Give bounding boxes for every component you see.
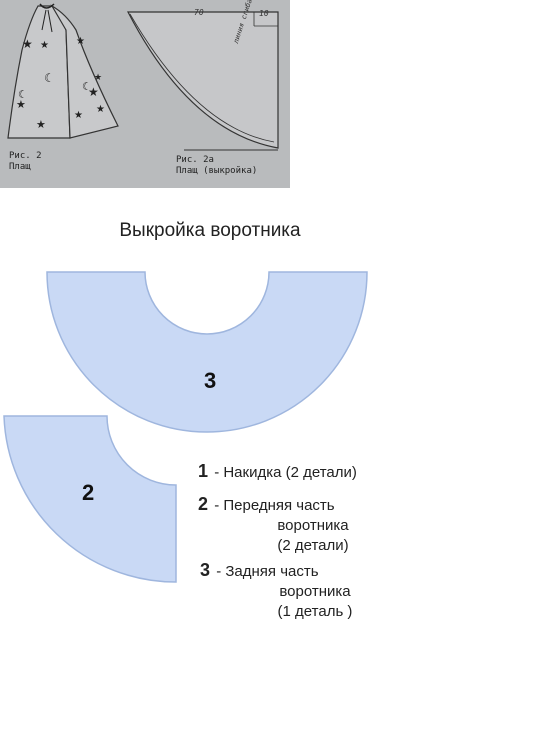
legend-number: 1 — [198, 461, 209, 481]
figure-2a-name: Плащ (выкройка) — [176, 166, 258, 176]
svg-text:★: ★ — [16, 99, 26, 111]
figure-2-name: Плащ — [9, 162, 31, 172]
figure-2a-label: Рис. 2а — [176, 155, 214, 165]
svg-text:☾: ☾ — [82, 81, 92, 93]
svg-text:☾: ☾ — [44, 71, 55, 85]
svg-text:★: ★ — [88, 85, 99, 99]
legend-number: 3 — [200, 560, 211, 580]
scanned-figure: ★ ★ ★ ★ ★ ★ ★ ★ ★ ☾ ☾ ☾ 70 10 линия сгиб… — [0, 0, 290, 188]
svg-text:★: ★ — [96, 104, 105, 115]
piece-3-number: 3 — [204, 368, 217, 393]
figure-2a-caption: Рис. 2а Плащ (выкройка) — [176, 155, 257, 177]
cloak-illustration: ★ ★ ★ ★ ★ ★ ★ ★ ★ ☾ ☾ ☾ — [0, 0, 290, 188]
piece-2-number: 2 — [82, 480, 95, 505]
legend-continuation: (2 детали) — [277, 537, 349, 554]
legend-text: - Передняя часть — [214, 497, 335, 514]
dimension-10: 10 — [259, 9, 269, 18]
svg-text:★: ★ — [94, 72, 102, 82]
svg-text:★: ★ — [76, 36, 85, 47]
legend-continuation: воротника — [279, 583, 351, 600]
legend-text: - Накидка (2 детали) — [214, 464, 357, 481]
dimension-70: 70 — [194, 8, 204, 17]
front-collar-piece — [3, 415, 177, 583]
svg-text:☾: ☾ — [18, 89, 28, 101]
legend-number: 2 — [198, 494, 209, 514]
legend-item-3: 3 - Задняя часть воротника (1 деталь ) — [200, 560, 430, 622]
page-title: Выкройка воротника — [119, 220, 301, 241]
figure-2-caption: Рис. 2 Плащ — [9, 151, 42, 173]
legend-continuation: (1 деталь ) — [277, 603, 353, 620]
svg-text:★: ★ — [40, 40, 49, 51]
svg-text:★: ★ — [74, 110, 83, 121]
back-collar-piece — [46, 271, 368, 433]
figure-2-label: Рис. 2 — [9, 151, 42, 161]
collar-pattern — [3, 271, 368, 583]
legend-text: - Задняя часть — [216, 563, 319, 580]
legend-item-2: 2 - Передняя часть воротника (2 детали) — [198, 494, 428, 556]
legend-item-1: 1 - Накидка (2 детали) — [198, 461, 357, 483]
legend-continuation: воротника — [277, 517, 349, 534]
svg-text:★: ★ — [22, 37, 33, 51]
svg-text:★: ★ — [36, 119, 46, 131]
